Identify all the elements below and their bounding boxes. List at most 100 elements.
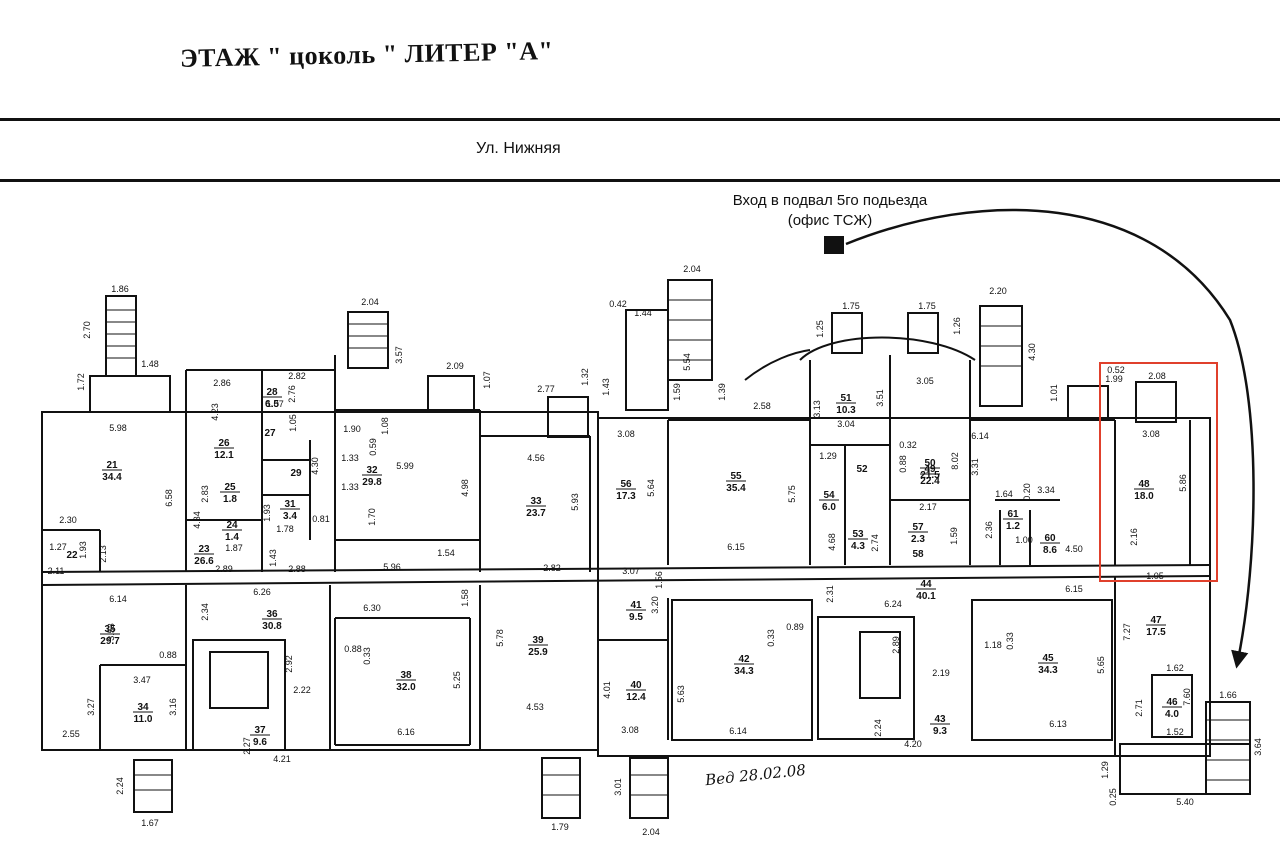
divider-line-top xyxy=(0,118,1280,121)
dimension-label: 1.18 xyxy=(984,640,1002,650)
dimension-label: 5.63 xyxy=(676,685,686,703)
dimension-label: 2.82 xyxy=(288,371,306,381)
entrance-note-line1: Вход в подвал 5го подьезда xyxy=(732,192,928,209)
wing-right-outline xyxy=(597,417,1211,757)
dimension-label: 4.30 xyxy=(1027,343,1037,361)
room-24-number: 24 xyxy=(226,520,238,531)
room-48-number: 48 xyxy=(1138,479,1150,490)
dimension-label: 1.44 xyxy=(634,308,652,318)
room-42-number: 42 xyxy=(738,654,750,665)
dimension-label: 6.30 xyxy=(363,603,381,613)
room-28-area: 6.5 xyxy=(265,399,279,410)
dimension-label: 1.08 xyxy=(380,417,390,435)
room-31-number: 31 xyxy=(284,499,296,510)
dimension-label: 2.17 xyxy=(919,502,937,512)
dimension-label: 3.07 xyxy=(622,566,640,576)
dimension-label: 4.23 xyxy=(210,403,220,421)
corridor-upper-wall xyxy=(41,564,1211,573)
dimension-label: 1.26 xyxy=(952,317,962,335)
dimension-label: 5.75 xyxy=(787,485,797,503)
dimension-label: 1.90 xyxy=(343,424,361,434)
dimension-label: 6.15 xyxy=(727,542,745,552)
dimension-label: 1.07 xyxy=(266,399,284,409)
dimension-label: 3.05 xyxy=(916,376,934,386)
dimension-label: 5.78 xyxy=(495,629,505,647)
room-61-area: 1.2 xyxy=(1006,521,1020,532)
room-43-area: 9.3 xyxy=(933,726,947,737)
dimension-label: 1.39 xyxy=(717,383,727,401)
dimension-label: 0.89 xyxy=(786,622,804,632)
dimension-label: 0.33 xyxy=(362,647,372,665)
room-51-area: 10.3 xyxy=(836,405,856,416)
entrance-marker xyxy=(824,236,844,254)
room-49-area: 22.4 xyxy=(920,476,940,487)
dimension-label: 1.99 xyxy=(1105,374,1123,384)
dimension-label: 2.86 xyxy=(213,378,231,388)
room-55-area: 35.4 xyxy=(726,483,746,494)
dimension-label: 3.51 xyxy=(875,389,885,407)
dimension-label: 3.47 xyxy=(133,675,151,685)
room-38-number: 38 xyxy=(400,670,412,681)
dimension-label: 5.40 xyxy=(1176,797,1194,807)
dimension-label: 4.53 xyxy=(526,702,544,712)
dimension-label: 1.59 xyxy=(949,527,959,545)
dimension-label: 4.68 xyxy=(827,533,837,551)
room-56-number: 56 xyxy=(620,479,632,490)
room-46-area: 4.0 xyxy=(1165,709,1179,720)
room-27-number: 27 xyxy=(264,428,276,439)
dimension-label: 2.71 xyxy=(1134,699,1144,717)
room-40-number: 40 xyxy=(630,680,642,691)
dimension-label: 3.57 xyxy=(394,346,404,364)
dimension-label: 1.52 xyxy=(1166,727,1184,737)
dimension-label: 3.08 xyxy=(1142,429,1160,439)
dimension-label: 3.01 xyxy=(613,778,623,796)
dimension-label: 1.43 xyxy=(601,378,611,396)
dimension-label: 1.56 xyxy=(654,571,664,589)
dimension-label: 1.00 xyxy=(1015,535,1033,545)
dimension-label: 2.04 xyxy=(683,264,701,274)
room-61-number: 61 xyxy=(1007,509,1019,520)
dimension-label: 2.55 xyxy=(62,729,80,739)
dimension-label: 4.01 xyxy=(602,681,612,699)
dimension-label: 1.87 xyxy=(225,543,243,553)
dimension-label: 1.27 xyxy=(49,542,67,552)
room-60-number: 60 xyxy=(1044,533,1056,544)
dimension-label: 2.70 xyxy=(82,321,92,339)
room-50-number: 50 xyxy=(924,458,936,469)
dimension-label: 3.34 xyxy=(1037,485,1055,495)
room-38-area: 32.0 xyxy=(396,682,416,693)
dimension-label: 2.04 xyxy=(361,297,379,307)
room-36-number: 36 xyxy=(266,609,278,620)
room-56-area: 17.3 xyxy=(616,491,636,502)
dimension-label: 2.30 xyxy=(59,515,77,525)
dimension-label: 2.77 xyxy=(537,384,555,394)
room-40-area: 12.4 xyxy=(626,692,646,703)
room-51-number: 51 xyxy=(840,393,852,404)
room-53-area: 4.3 xyxy=(851,541,865,552)
dimension-label: 1.54 xyxy=(437,548,455,558)
dimension-label: 5.86 xyxy=(1178,474,1188,492)
dimension-label: 1.75 xyxy=(918,301,936,311)
dimension-label: 0.33 xyxy=(1005,632,1015,650)
dimension-label: 0.32 xyxy=(899,440,917,450)
dimension-label: 4.21 xyxy=(273,754,291,764)
dimension-label: 4.50 xyxy=(1065,544,1083,554)
dimension-label: 6.15 xyxy=(1065,584,1083,594)
dimension-label: 1.25 xyxy=(815,320,825,338)
dimension-label: 5.93 xyxy=(570,493,580,511)
dimension-label: 0.88 xyxy=(344,644,362,654)
dimension-label: 5.65 xyxy=(1096,656,1106,674)
dimension-label: 0.59 xyxy=(368,438,378,456)
dimension-label: 1.67 xyxy=(141,818,159,828)
dimension-label: 2.04 xyxy=(642,827,660,837)
dimension-label: 1.07 xyxy=(482,371,492,389)
room-58-number: 58 xyxy=(912,549,924,560)
dimension-label: 1.58 xyxy=(460,589,470,607)
room-32-area: 29.8 xyxy=(362,477,382,488)
dimension-label: 1.33 xyxy=(341,453,359,463)
room-45-area: 34.3 xyxy=(1038,665,1058,676)
dimension-label: 2.13 xyxy=(98,545,108,563)
room-33-number: 33 xyxy=(530,496,542,507)
dimension-label: 5.25 xyxy=(452,671,462,689)
